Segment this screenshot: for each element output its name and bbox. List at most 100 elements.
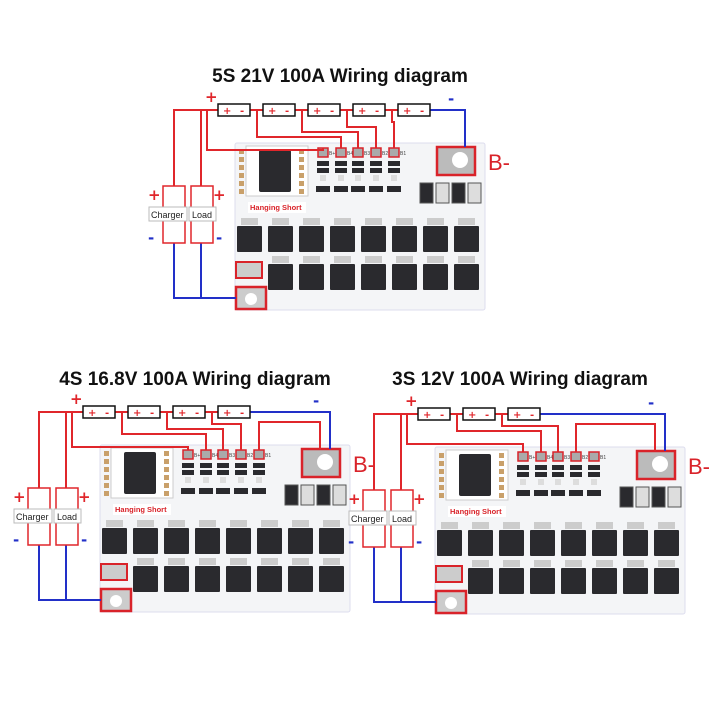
cell-plus: + bbox=[423, 410, 431, 421]
pack-minus-sign: - bbox=[448, 90, 454, 108]
load-minus: - bbox=[81, 531, 87, 549]
mosfet-tab bbox=[458, 256, 475, 263]
negative-wire bbox=[173, 243, 236, 299]
pad-label: B2 bbox=[582, 455, 588, 461]
resistor bbox=[588, 472, 600, 477]
diode bbox=[199, 488, 213, 494]
pad-label: B1 bbox=[265, 453, 271, 459]
charger-label-bg bbox=[13, 508, 53, 524]
pad-label: B2 bbox=[247, 453, 253, 459]
mosfet bbox=[468, 530, 493, 556]
mosfet-tab bbox=[565, 560, 582, 567]
cell-minus: - bbox=[285, 106, 289, 117]
mosfet bbox=[257, 566, 282, 592]
cell-minus: - bbox=[240, 408, 244, 419]
diode bbox=[181, 488, 195, 494]
resistor bbox=[217, 470, 229, 475]
load-plus: + bbox=[413, 490, 426, 508]
mosfet-tab bbox=[534, 560, 551, 567]
cell-minus: - bbox=[375, 106, 379, 117]
capacitor bbox=[635, 486, 650, 508]
charger-label: Charger bbox=[16, 512, 49, 522]
load-label: Load bbox=[392, 514, 412, 524]
resistor bbox=[235, 470, 247, 475]
mosfet bbox=[392, 226, 417, 252]
capacitor bbox=[300, 484, 315, 506]
capacitor bbox=[667, 486, 682, 508]
resistor bbox=[239, 165, 244, 170]
cell-plus: + bbox=[513, 410, 521, 421]
mosfet bbox=[257, 528, 282, 554]
balance-pad bbox=[388, 147, 400, 158]
led bbox=[355, 175, 361, 181]
charger-minus: - bbox=[148, 229, 154, 247]
resistor bbox=[535, 472, 547, 477]
balance-wire bbox=[301, 110, 359, 148]
mosfet bbox=[361, 264, 386, 290]
led bbox=[538, 479, 544, 485]
mosfet bbox=[288, 528, 313, 554]
capacitor bbox=[467, 182, 482, 204]
cell-plus: + bbox=[358, 106, 366, 117]
led bbox=[520, 479, 526, 485]
load-label: Load bbox=[57, 512, 77, 522]
mosfet bbox=[226, 528, 251, 554]
balance-pad bbox=[370, 147, 382, 158]
ic-chip bbox=[124, 452, 156, 494]
balance-wire-bminus bbox=[575, 423, 656, 452]
p-pad bbox=[235, 261, 263, 279]
diode bbox=[316, 186, 330, 192]
mosfet-tab bbox=[334, 256, 351, 263]
cell-plus: + bbox=[403, 106, 411, 117]
mosfet bbox=[468, 568, 493, 594]
resistor bbox=[200, 470, 212, 475]
diagram-title: 3S 12V 100A Wiring diagram bbox=[392, 369, 648, 390]
negative-wire bbox=[373, 547, 436, 603]
b-minus-hole bbox=[317, 454, 333, 470]
p-minus-hole bbox=[245, 293, 257, 305]
b-minus-hole bbox=[652, 456, 668, 472]
diode bbox=[516, 490, 530, 496]
charger-minus: - bbox=[13, 531, 19, 549]
capacitor bbox=[619, 486, 634, 508]
mosfet-tab bbox=[334, 218, 351, 225]
mosfet-tab bbox=[261, 520, 278, 527]
capacitor bbox=[451, 182, 466, 204]
resistor bbox=[439, 485, 444, 490]
battery-cell bbox=[307, 103, 341, 117]
charger-label-bg bbox=[148, 206, 188, 222]
led bbox=[373, 175, 379, 181]
diode bbox=[252, 488, 266, 494]
mosfet bbox=[561, 530, 586, 556]
mosfet-tab bbox=[272, 218, 289, 225]
balance-pad bbox=[535, 451, 547, 462]
pad-label: B4 bbox=[347, 151, 353, 157]
pack-plus-sign: + bbox=[205, 88, 218, 106]
p-pad bbox=[100, 563, 128, 581]
battery-cell bbox=[352, 103, 386, 117]
resistor bbox=[164, 467, 169, 472]
p-pad bbox=[435, 565, 463, 583]
resistor bbox=[439, 493, 444, 498]
cell-plus: + bbox=[133, 408, 141, 419]
mosfet-tab bbox=[241, 218, 258, 225]
resistor bbox=[439, 477, 444, 482]
diode bbox=[534, 490, 548, 496]
resistor bbox=[299, 189, 304, 194]
capacitor bbox=[284, 484, 299, 506]
resistor bbox=[299, 157, 304, 162]
resistor bbox=[239, 173, 244, 178]
resistor bbox=[499, 453, 504, 458]
diode bbox=[587, 490, 601, 496]
battery-cell bbox=[462, 407, 496, 421]
mosfet-tab bbox=[596, 522, 613, 529]
positive-wire bbox=[173, 109, 218, 186]
mosfet-tab bbox=[168, 558, 185, 565]
mosfet-tab bbox=[272, 256, 289, 263]
mosfet bbox=[361, 226, 386, 252]
hanging-label: Hanging bbox=[250, 203, 280, 212]
balance-wire bbox=[121, 412, 207, 450]
mosfet bbox=[237, 226, 262, 252]
mosfet bbox=[561, 568, 586, 594]
